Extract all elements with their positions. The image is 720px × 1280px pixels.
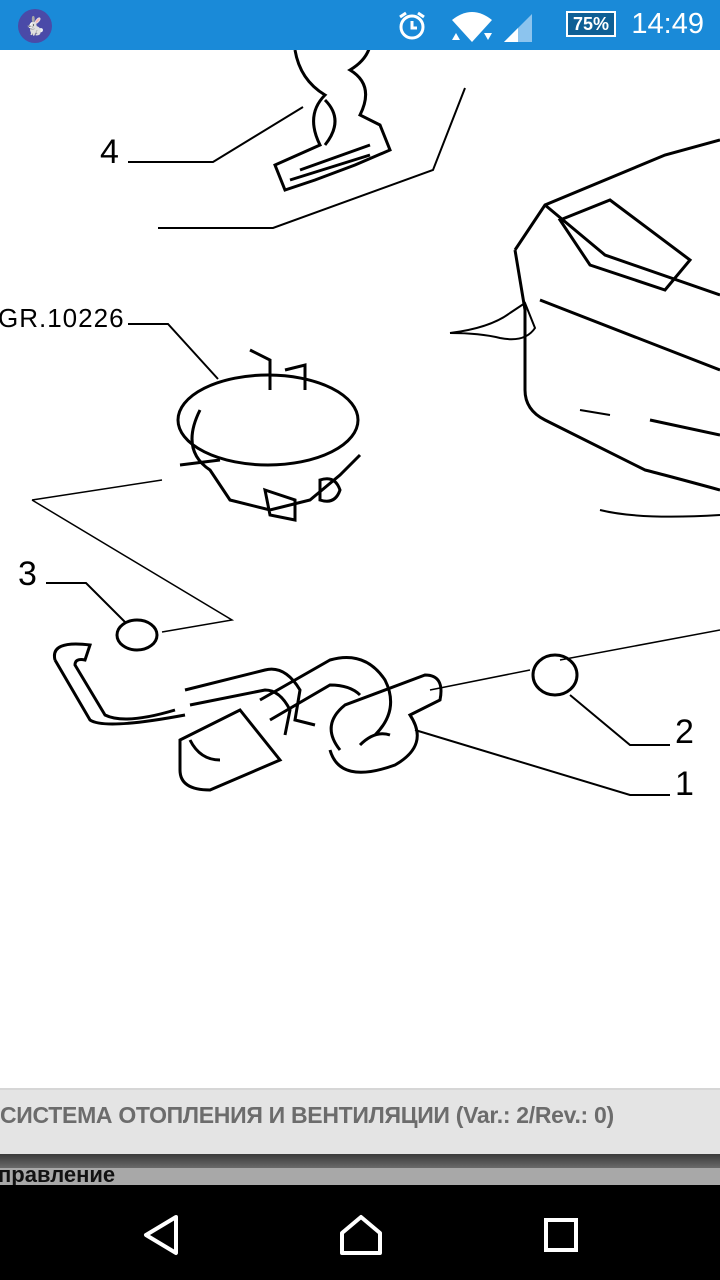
recents-button[interactable] <box>543 1217 579 1253</box>
rabbit-app-icon: 🐇 <box>18 9 52 43</box>
label-part-3: 3 <box>18 555 37 593</box>
underlying-list-item[interactable]: правление <box>0 1168 116 1185</box>
diagram-caption-bar: СИСТЕМА ОТОПЛЕНИЯ И ВЕНТИЛЯЦИИ (Var.: 2/… <box>0 1088 720 1154</box>
signal-icon <box>504 14 532 42</box>
back-button[interactable] <box>140 1213 180 1257</box>
label-part-2: 2 <box>675 713 694 751</box>
wifi-icon <box>452 12 492 42</box>
parts-diagram[interactable]: 4 GR.10226 3 2 1 <box>0 29 720 1088</box>
parts-diagram-drawing: 4 GR.10226 3 2 1 <box>0 29 720 803</box>
label-part-4: 4 <box>100 133 119 171</box>
battery-indicator: 75% <box>566 11 616 37</box>
alarm-icon <box>399 11 425 40</box>
label-group-ref: GR.10226 <box>0 303 125 333</box>
clock: 14:49 <box>631 8 704 40</box>
label-part-1: 1 <box>675 765 694 803</box>
diagram-caption: СИСТЕМА ОТОПЛЕНИЯ И ВЕНТИЛЯЦИИ (Var.: 2/… <box>0 1102 614 1128</box>
underlying-list: правление <box>0 1168 720 1185</box>
status-bar: 🐇 75% 14:49 <box>0 0 720 50</box>
home-button[interactable] <box>338 1213 384 1257</box>
divider-shadow <box>0 1154 720 1168</box>
navigation-bar <box>0 1185 720 1280</box>
